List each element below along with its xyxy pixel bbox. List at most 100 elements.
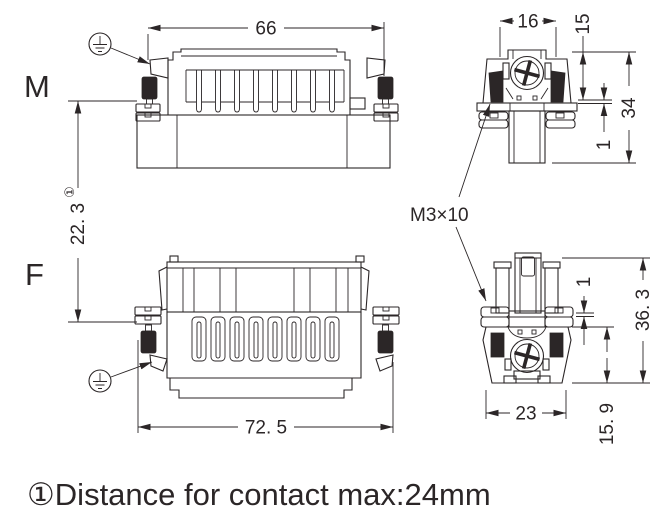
- female-side-screw-tab-right: [542, 358, 550, 371]
- dim-text-15-9: 15. 9: [597, 403, 618, 445]
- male-side-seal-left: [488, 70, 504, 103]
- dim-male-side-panel-gap: 1: [578, 83, 615, 150]
- dim-male-side-upper-height: 15: [573, 13, 594, 101]
- male-left-screw: [141, 76, 158, 100]
- male-side-view: [476, 49, 578, 164]
- male-side-mount-lines: [512, 50, 542, 59]
- male-front-view: [135, 48, 399, 169]
- female-right-screw: [377, 330, 394, 354]
- female-side-bracket: [513, 370, 541, 380]
- dim-text-16: 16: [517, 12, 538, 33]
- dim-text-66: 66: [255, 19, 276, 40]
- male-side-neck: [505, 87, 549, 100]
- female-hood-chamber-lines: [167, 267, 361, 312]
- female-right-screw-stem: [382, 324, 389, 332]
- female-side-washers-right: [544, 306, 574, 328]
- female-side-rail-cap-right: [542, 261, 561, 269]
- female-left-screw-stem: [145, 324, 152, 332]
- male-side-flange-lines: [509, 103, 545, 111]
- female-side-dot-right: [531, 329, 537, 335]
- female-base: [169, 378, 353, 399]
- earth-ground-icon-male: [88, 32, 151, 65]
- female-left-claw: [149, 354, 168, 372]
- male-left-screw-stem: [146, 98, 153, 105]
- female-side-rail-left: [495, 267, 510, 314]
- male-side-foot-dot-left: [516, 95, 522, 101]
- male-side-screw-tab-right: [544, 62, 552, 80]
- dim-male-side-total-height: 34: [552, 51, 640, 164]
- dim-ref-mark: ①: [62, 186, 77, 198]
- male-side-foot-dot-right: [532, 95, 538, 101]
- male-base: [136, 114, 391, 169]
- female-latch-left: [158, 266, 168, 311]
- female-side-arch: [507, 326, 547, 339]
- female-side-housing: [482, 326, 572, 384]
- male-side-washers-right: [545, 111, 576, 129]
- male-side-tab: [349, 97, 366, 110]
- male-right-clamp-lever: [366, 57, 386, 79]
- female-left-clamp-plates: [134, 306, 162, 325]
- dim-text-1-female: 1: [574, 277, 595, 288]
- male-side-housing: [482, 49, 572, 104]
- male-contact-slots: [196, 70, 335, 113]
- footnote-text: ①Distance for contact max:24mm: [27, 477, 491, 512]
- male-side-washers-left: [478, 111, 509, 129]
- dim-text-1-male: 1: [594, 140, 615, 151]
- dim-male-side-top-width: 16: [499, 12, 557, 57]
- male-hood-inner-lines: [181, 55, 345, 102]
- female-side-dot-left: [517, 329, 523, 335]
- screw-spec-annotation: M3×10: [410, 103, 491, 302]
- female-side-foot-left: [503, 375, 517, 384]
- dim-text-23: 23: [515, 404, 536, 425]
- female-side-tower-lines: [515, 257, 541, 313]
- earth-ground-icon-female: [88, 361, 153, 393]
- female-top-tab-left: [169, 255, 179, 263]
- female-view-label: F: [25, 257, 44, 292]
- female-hood: [166, 261, 362, 313]
- female-left-screw: [140, 330, 157, 354]
- female-side-seal-left: [490, 332, 505, 358]
- dim-text-15: 15: [573, 13, 594, 34]
- male-side-screw-tab-left: [502, 62, 510, 80]
- male-side-fixing-screw: [509, 55, 545, 91]
- dim-text-36-3: 36. 3: [633, 289, 654, 331]
- male-right-screw-stem: [382, 98, 389, 105]
- female-side-view: [480, 252, 574, 384]
- female-top-tab-right: [355, 255, 365, 263]
- female-side-rail-right: [544, 267, 559, 314]
- male-left-clamp-plates: [135, 103, 161, 122]
- female-contact-cavities: [191, 316, 340, 362]
- screw-spec-text: M3×10: [410, 205, 469, 226]
- dim-text-72-5: 72. 5: [245, 418, 287, 439]
- dim-contact-distance: 22. 3 ①: [62, 100, 137, 323]
- female-side-screw-tab-left: [504, 358, 512, 371]
- male-hood-outline: [167, 48, 351, 115]
- male-side-body-lines: [513, 111, 541, 163]
- dim-female-side-lower-height: 15. 9: [572, 326, 618, 445]
- female-side-tower-slot: [521, 256, 535, 277]
- dim-text-34: 34: [619, 97, 640, 119]
- male-side-body: [508, 110, 546, 164]
- male-right-clamp-plates: [373, 103, 399, 122]
- female-side-fixing-screw: [509, 338, 545, 374]
- female-side-washers-left: [480, 306, 510, 328]
- male-side-flange: [476, 102, 578, 112]
- dim-male-front-width: 66: [147, 19, 385, 76]
- female-side-tower: [514, 252, 542, 314]
- female-right-clamp-plates: [372, 306, 400, 325]
- male-base-inner-lines: [176, 115, 348, 168]
- female-latch-right: [360, 266, 370, 311]
- male-right-screw: [377, 76, 394, 100]
- dim-female-side-width: 23: [485, 390, 567, 425]
- female-right-claw: [375, 354, 394, 372]
- female-side-foot-right: [537, 375, 551, 384]
- female-body-outline: [166, 311, 362, 379]
- dim-female-front-width: 72. 5: [137, 340, 394, 439]
- female-side-rail-cap-left: [493, 261, 512, 269]
- dim-text-22-3: 22. 3: [68, 203, 89, 245]
- female-front-view: [134, 255, 400, 399]
- dim-female-side-panel-gap: 1: [574, 277, 595, 345]
- dim-female-side-total-height: 36. 3: [562, 257, 654, 384]
